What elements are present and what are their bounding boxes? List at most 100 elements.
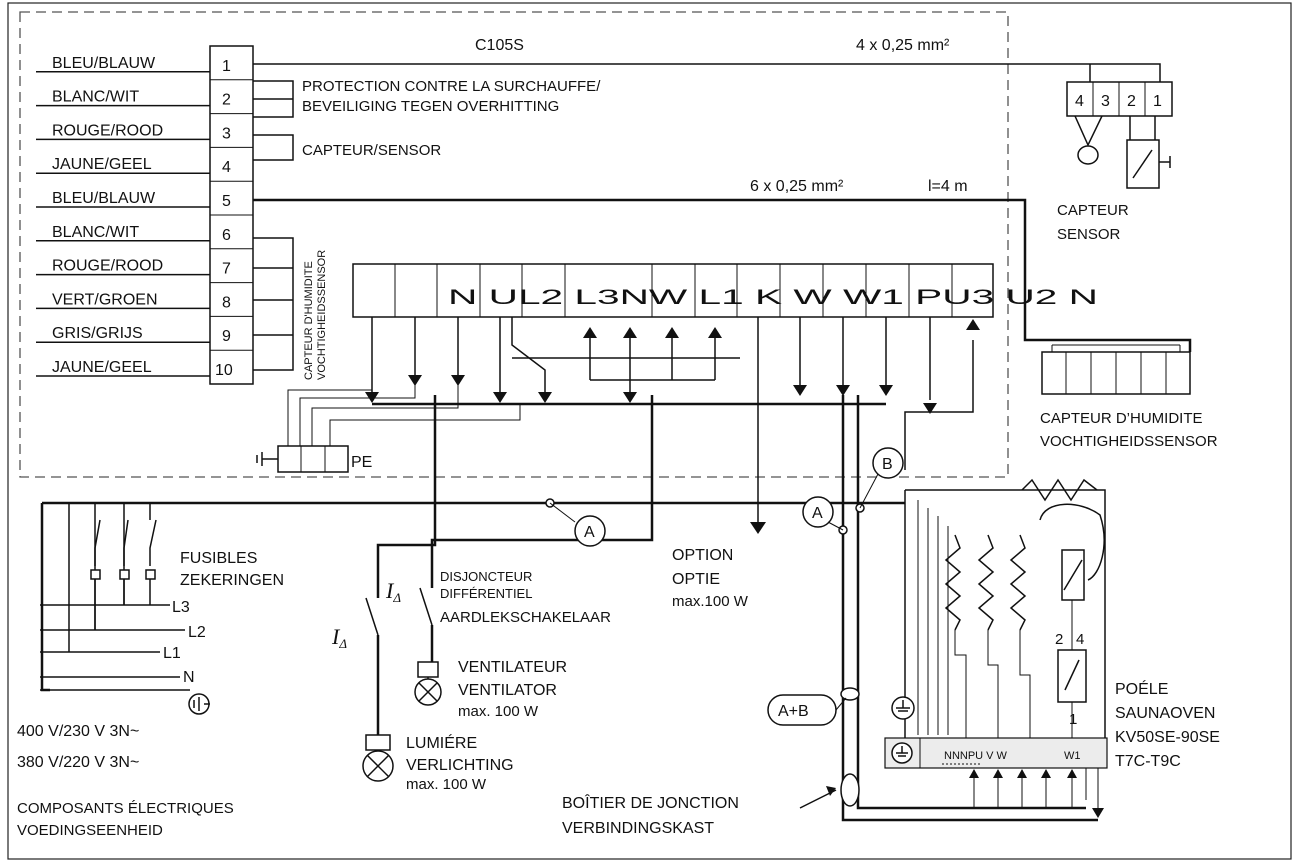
wire-color-label: ROUGE/ROOD	[52, 258, 163, 275]
wire-number: 7	[222, 261, 231, 278]
sensor-box: 4 3 2 1	[1066, 81, 1173, 189]
marker-a-supply	[574, 515, 606, 547]
heater-up-arrow	[1017, 769, 1027, 778]
svg-text:4: 4	[1075, 93, 1084, 110]
svg-text:A+B: A+B	[778, 703, 809, 720]
marker-b-cable	[872, 447, 904, 479]
humidity-vertical-2: VOCHTIGHEIDSSENSOR	[316, 250, 328, 380]
pe-block: PE	[256, 380, 521, 473]
supply-label-2: 380 V/220 V 3N~	[17, 754, 139, 771]
wire-number: 10	[215, 362, 233, 379]
wire-color-label: VERT/GROEN	[52, 291, 158, 308]
fan-label-2: VENTILATOR	[458, 682, 557, 699]
fan-icon	[414, 661, 442, 706]
wire-number: 4	[222, 159, 231, 176]
heater-down-arrow	[1092, 808, 1104, 818]
wire-color-label: JAUNE/GEEL	[52, 359, 152, 376]
heater-label-2: SAUNAOVEN	[1115, 705, 1215, 722]
light-label-1: LUMIÉRE	[406, 733, 477, 752]
svg-text:1: 1	[1153, 93, 1162, 110]
junction-label-1: BOÎTIER DE JONCTION	[562, 793, 739, 812]
rcd-wiring	[365, 395, 654, 738]
junction-label-2: VERBINDINGSKAST	[562, 820, 714, 837]
cable-mid	[253, 198, 1192, 352]
option-label-3: max.100 W	[672, 593, 749, 610]
humidity-vertical-1: CAPTEUR D'HUMIDITE	[303, 261, 315, 380]
heater-diagram: 2 4 1 NNNPU V W W1	[884, 478, 1108, 808]
fan-label-3: max. 100 W	[458, 703, 539, 720]
heater-label-3: KV50SE-90SE	[1115, 729, 1220, 746]
svg-text:2: 2	[1055, 631, 1063, 648]
components-label-1: COMPOSANTS ÉLECTRIQUES	[17, 800, 234, 817]
terminal-labels: N UL2 L3NW L1 K W W1 PU3 U2 N	[448, 286, 1098, 309]
wire-color-label: GRIS/GRIJS	[52, 325, 143, 342]
wire-number: 2	[222, 92, 231, 109]
svg-text:B: B	[882, 456, 893, 473]
sensor-label: CAPTEUR/SENSOR	[302, 142, 441, 159]
heater-label-1: POÉLE	[1115, 679, 1168, 698]
option-label-1: OPTION	[672, 547, 733, 564]
heater-up-arrow	[969, 769, 979, 778]
control-unit-border	[19, 11, 1009, 478]
up-arrow	[708, 327, 722, 338]
humidity-sensor-1: CAPTEUR D’HUMIDITE	[1040, 410, 1203, 427]
up-arrow	[583, 327, 597, 338]
cable-top-label: 4 x 0,25 mm²	[856, 37, 950, 54]
wire-color-label: BLEU/BLAUW	[52, 190, 156, 207]
rcd-label-2: DIFFÉRENTIEL	[440, 586, 532, 601]
rcd-label-3: AARDLEKSCHAKELAAR	[440, 609, 611, 626]
rcd-label-1: DISJONCTEUR	[440, 569, 532, 584]
humidity-sensor-2: VOCHTIGHEIDSSENSOR	[1040, 433, 1218, 450]
svg-text:2: 2	[1127, 93, 1136, 110]
wire-number: 9	[222, 328, 231, 345]
heater-label-4: T7C-T9C	[1115, 753, 1181, 770]
down-arrow	[623, 392, 637, 403]
wire-color-label: ROUGE/ROOD	[52, 122, 163, 139]
phase-l1: L1	[163, 645, 181, 662]
heater-up-arrow	[1041, 769, 1051, 778]
heater-terminals: NNNPU V W	[944, 750, 1008, 762]
up-arrow	[966, 319, 980, 330]
wire-number: 5	[222, 193, 231, 210]
cable-mid-label: 6 x 0,25 mm²	[750, 178, 844, 195]
outer-frame	[7, 2, 1292, 860]
capteur-sensor-1: CAPTEUR	[1057, 202, 1129, 219]
down-arrow	[793, 385, 807, 396]
fuses-label-1: FUSIBLES	[180, 550, 257, 567]
cable-length-label: l=4 m	[928, 178, 968, 195]
pe-label: PE	[351, 454, 372, 471]
wire-color-label: BLANC/WIT	[52, 224, 139, 241]
terminal-strip: N UL2 L3NW L1 K W W1 PU3 U2 N	[352, 263, 1098, 318]
wire-number: 6	[222, 227, 231, 244]
svg-text:A: A	[584, 524, 595, 541]
protection-label-2: BEVEILIGING TEGEN OVERHITTING	[302, 98, 559, 115]
down-arrow	[493, 392, 507, 403]
capteur-sensor-2: SENSOR	[1057, 226, 1121, 243]
humidity-sensor-box	[1041, 344, 1191, 395]
wire-number: 1	[222, 58, 231, 75]
unit-title: C105S	[475, 37, 524, 54]
up-arrow	[623, 327, 637, 338]
phase-n: N	[183, 669, 195, 686]
supply-label-1: 400 V/230 V 3N~	[17, 723, 139, 740]
light-label-3: max. 100 W	[406, 776, 487, 793]
wire-color-label: BLANC/WIT	[52, 89, 139, 106]
wire-number: 3	[222, 125, 231, 142]
down-arrow	[538, 392, 552, 403]
phase-l3: L3	[172, 599, 190, 616]
components-label-2: VOEDINGSEENHEID	[17, 822, 163, 839]
svg-text:1: 1	[1069, 711, 1077, 728]
light-icon	[362, 734, 394, 782]
fuses-label-2: ZEKERINGEN	[180, 572, 284, 589]
down-arrow	[879, 385, 893, 396]
down-arrow	[923, 403, 937, 414]
rcd-symbol-2: IΔ	[385, 578, 401, 605]
protection-label-1: PROTECTION CONTRE LA SURCHAUFFE/	[302, 78, 601, 95]
svg-text:4: 4	[1076, 631, 1084, 648]
rcd-symbol-1: IΔ	[331, 624, 347, 651]
option-label-2: OPTIE	[672, 571, 720, 588]
svg-text:A: A	[812, 505, 823, 522]
heater-w1: W1	[1064, 750, 1081, 762]
